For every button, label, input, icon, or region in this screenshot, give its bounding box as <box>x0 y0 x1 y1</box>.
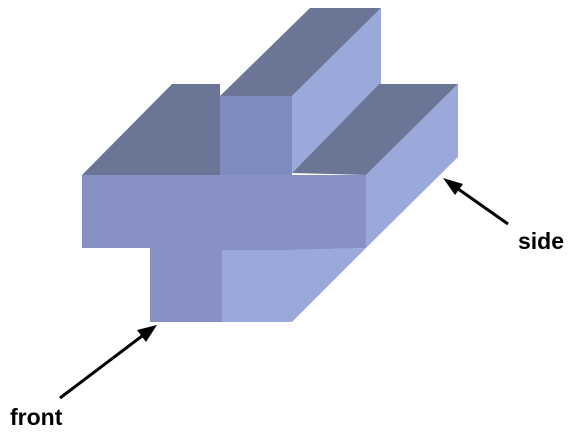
front-arrow <box>59 325 157 400</box>
front-face-lower-stem <box>150 248 222 322</box>
side-arrow-shaft <box>453 184 509 226</box>
side-arrow <box>443 178 509 226</box>
front-arrow-head <box>137 325 157 342</box>
front-face-vertical-stem-top <box>220 96 292 175</box>
top-face-upper-arm <box>220 8 381 96</box>
side-arrow-head <box>443 178 463 195</box>
front-face-horizontal-bar <box>82 175 366 250</box>
side-label: side <box>518 228 564 254</box>
side-face-right-arm <box>366 84 458 248</box>
top-face-right-arm <box>292 84 458 175</box>
cross-solid <box>82 8 458 322</box>
side-face-upper-arm <box>292 8 381 173</box>
side-face-lower-arm <box>222 248 366 322</box>
front-label: front <box>10 404 63 430</box>
front-arrow-shaft <box>59 331 147 400</box>
